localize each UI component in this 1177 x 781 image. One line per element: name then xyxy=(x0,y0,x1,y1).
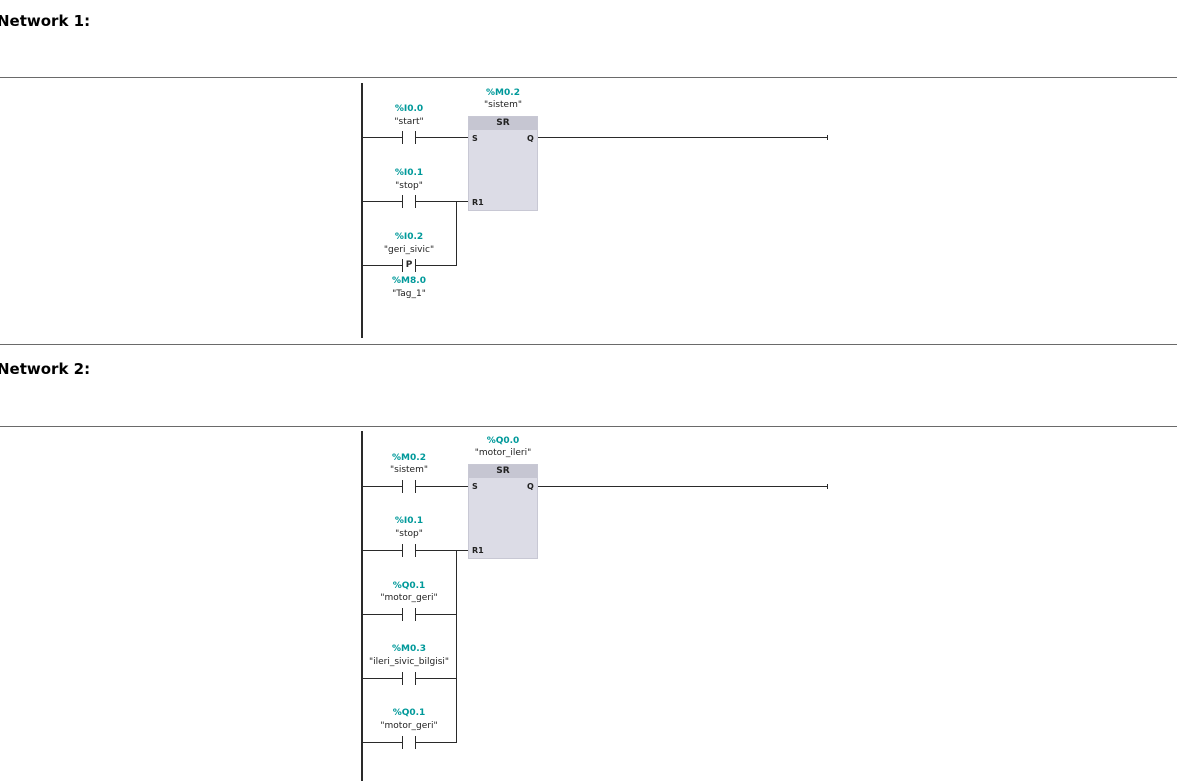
n2-sr-block-title: SR xyxy=(469,465,537,478)
n2-contact3-wire-left xyxy=(362,614,402,615)
n1-contact1-address: %I0.0 xyxy=(394,104,424,114)
n2-coil-address: %Q0.0 xyxy=(486,436,520,446)
n2-contact4-symbol: "ileri_sivic_bilgisi" xyxy=(368,657,450,667)
n2-contact3-no-contact[interactable] xyxy=(402,608,416,621)
n1-coil-symbol: "sistem" xyxy=(484,100,522,110)
n2-coil-symbol: "motor_ileri" xyxy=(474,448,532,458)
n2-contact1-address: %M0.2 xyxy=(392,453,426,463)
n2-contact1-wire-right xyxy=(416,486,468,487)
n1-contact3-wire-left xyxy=(362,265,402,266)
n1-output-end-tick xyxy=(827,135,828,140)
n1-contact2-wire-right xyxy=(416,201,468,202)
n2-contact4-address: %M0.3 xyxy=(392,644,426,654)
n1-contact1-wire-left xyxy=(362,137,402,138)
network-2-power-rail xyxy=(361,431,363,781)
n2-output-end-tick xyxy=(827,484,828,489)
network-2-title: Network 2: xyxy=(0,360,91,378)
n2-contact5-symbol: "motor_geri" xyxy=(380,721,438,731)
n2-contact4-wire-left xyxy=(362,678,402,679)
network-2-separator xyxy=(0,426,1177,427)
n2-contact3-symbol: "motor_geri" xyxy=(380,593,438,603)
n1-contact3-p-contact[interactable]: P xyxy=(402,259,416,272)
n1-contact2-no-contact[interactable] xyxy=(402,195,416,208)
n1-contact3-wire-right xyxy=(416,265,457,266)
n2-or-branch-vertical xyxy=(456,550,457,743)
n1-sr-block-title: SR xyxy=(469,117,537,130)
n1-edge-memory-address: %M8.0 xyxy=(392,276,426,286)
n1-contact2-symbol: "stop" xyxy=(395,181,423,191)
n1-contact1-wire-right xyxy=(416,137,468,138)
n1-pin-q: Q xyxy=(527,134,534,143)
n2-contact2-symbol: "stop" xyxy=(395,529,423,539)
n1-sr-block[interactable]: SR xyxy=(468,116,538,211)
n2-sr-block[interactable]: SR xyxy=(468,464,538,559)
n2-contact1-wire-left xyxy=(362,486,402,487)
network-1-power-rail xyxy=(361,83,363,338)
n2-contact2-wire-left xyxy=(362,550,402,551)
n2-contact4-no-contact[interactable] xyxy=(402,672,416,685)
n2-contact3-wire-right xyxy=(416,614,457,615)
n2-pin-r1: R1 xyxy=(472,546,484,555)
network-1-bottom-separator xyxy=(0,344,1177,345)
n1-or-branch-vertical xyxy=(456,201,457,266)
n2-contact4-wire-right xyxy=(416,678,457,679)
n2-contact2-address: %I0.1 xyxy=(394,516,424,526)
n1-contact2-address: %I0.1 xyxy=(394,168,424,178)
n2-contact2-no-contact[interactable] xyxy=(402,544,416,557)
n2-contact5-wire-left xyxy=(362,742,402,743)
n1-coil-address: %M0.2 xyxy=(486,88,520,98)
n2-contact5-wire-right xyxy=(416,742,457,743)
network-1-separator xyxy=(0,77,1177,78)
n1-q-output-line xyxy=(538,137,828,138)
n2-contact1-no-contact[interactable] xyxy=(402,480,416,493)
n1-pin-s: S xyxy=(472,134,478,143)
n2-q-output-line xyxy=(538,486,828,487)
n2-contact1-symbol: "sistem" xyxy=(390,465,428,475)
network-1-title: Network 1: xyxy=(0,12,91,30)
n1-edge-memory-symbol: "Tag_1" xyxy=(392,289,426,299)
n2-pin-s: S xyxy=(472,482,478,491)
n2-contact5-address: %Q0.1 xyxy=(392,708,426,718)
n2-contact2-wire-right xyxy=(416,550,468,551)
n1-pin-r1: R1 xyxy=(472,198,484,207)
n1-contact1-no-contact[interactable] xyxy=(402,131,416,144)
n2-pin-q: Q xyxy=(527,482,534,491)
n1-contact3-address: %I0.2 xyxy=(394,232,424,242)
n2-contact3-address: %Q0.1 xyxy=(392,581,426,591)
n2-contact5-no-contact[interactable] xyxy=(402,736,416,749)
n1-contact3-symbol: "geri_sivic" xyxy=(383,245,435,255)
n1-contact1-symbol: "start" xyxy=(394,117,424,127)
n1-contact2-wire-left xyxy=(362,201,402,202)
